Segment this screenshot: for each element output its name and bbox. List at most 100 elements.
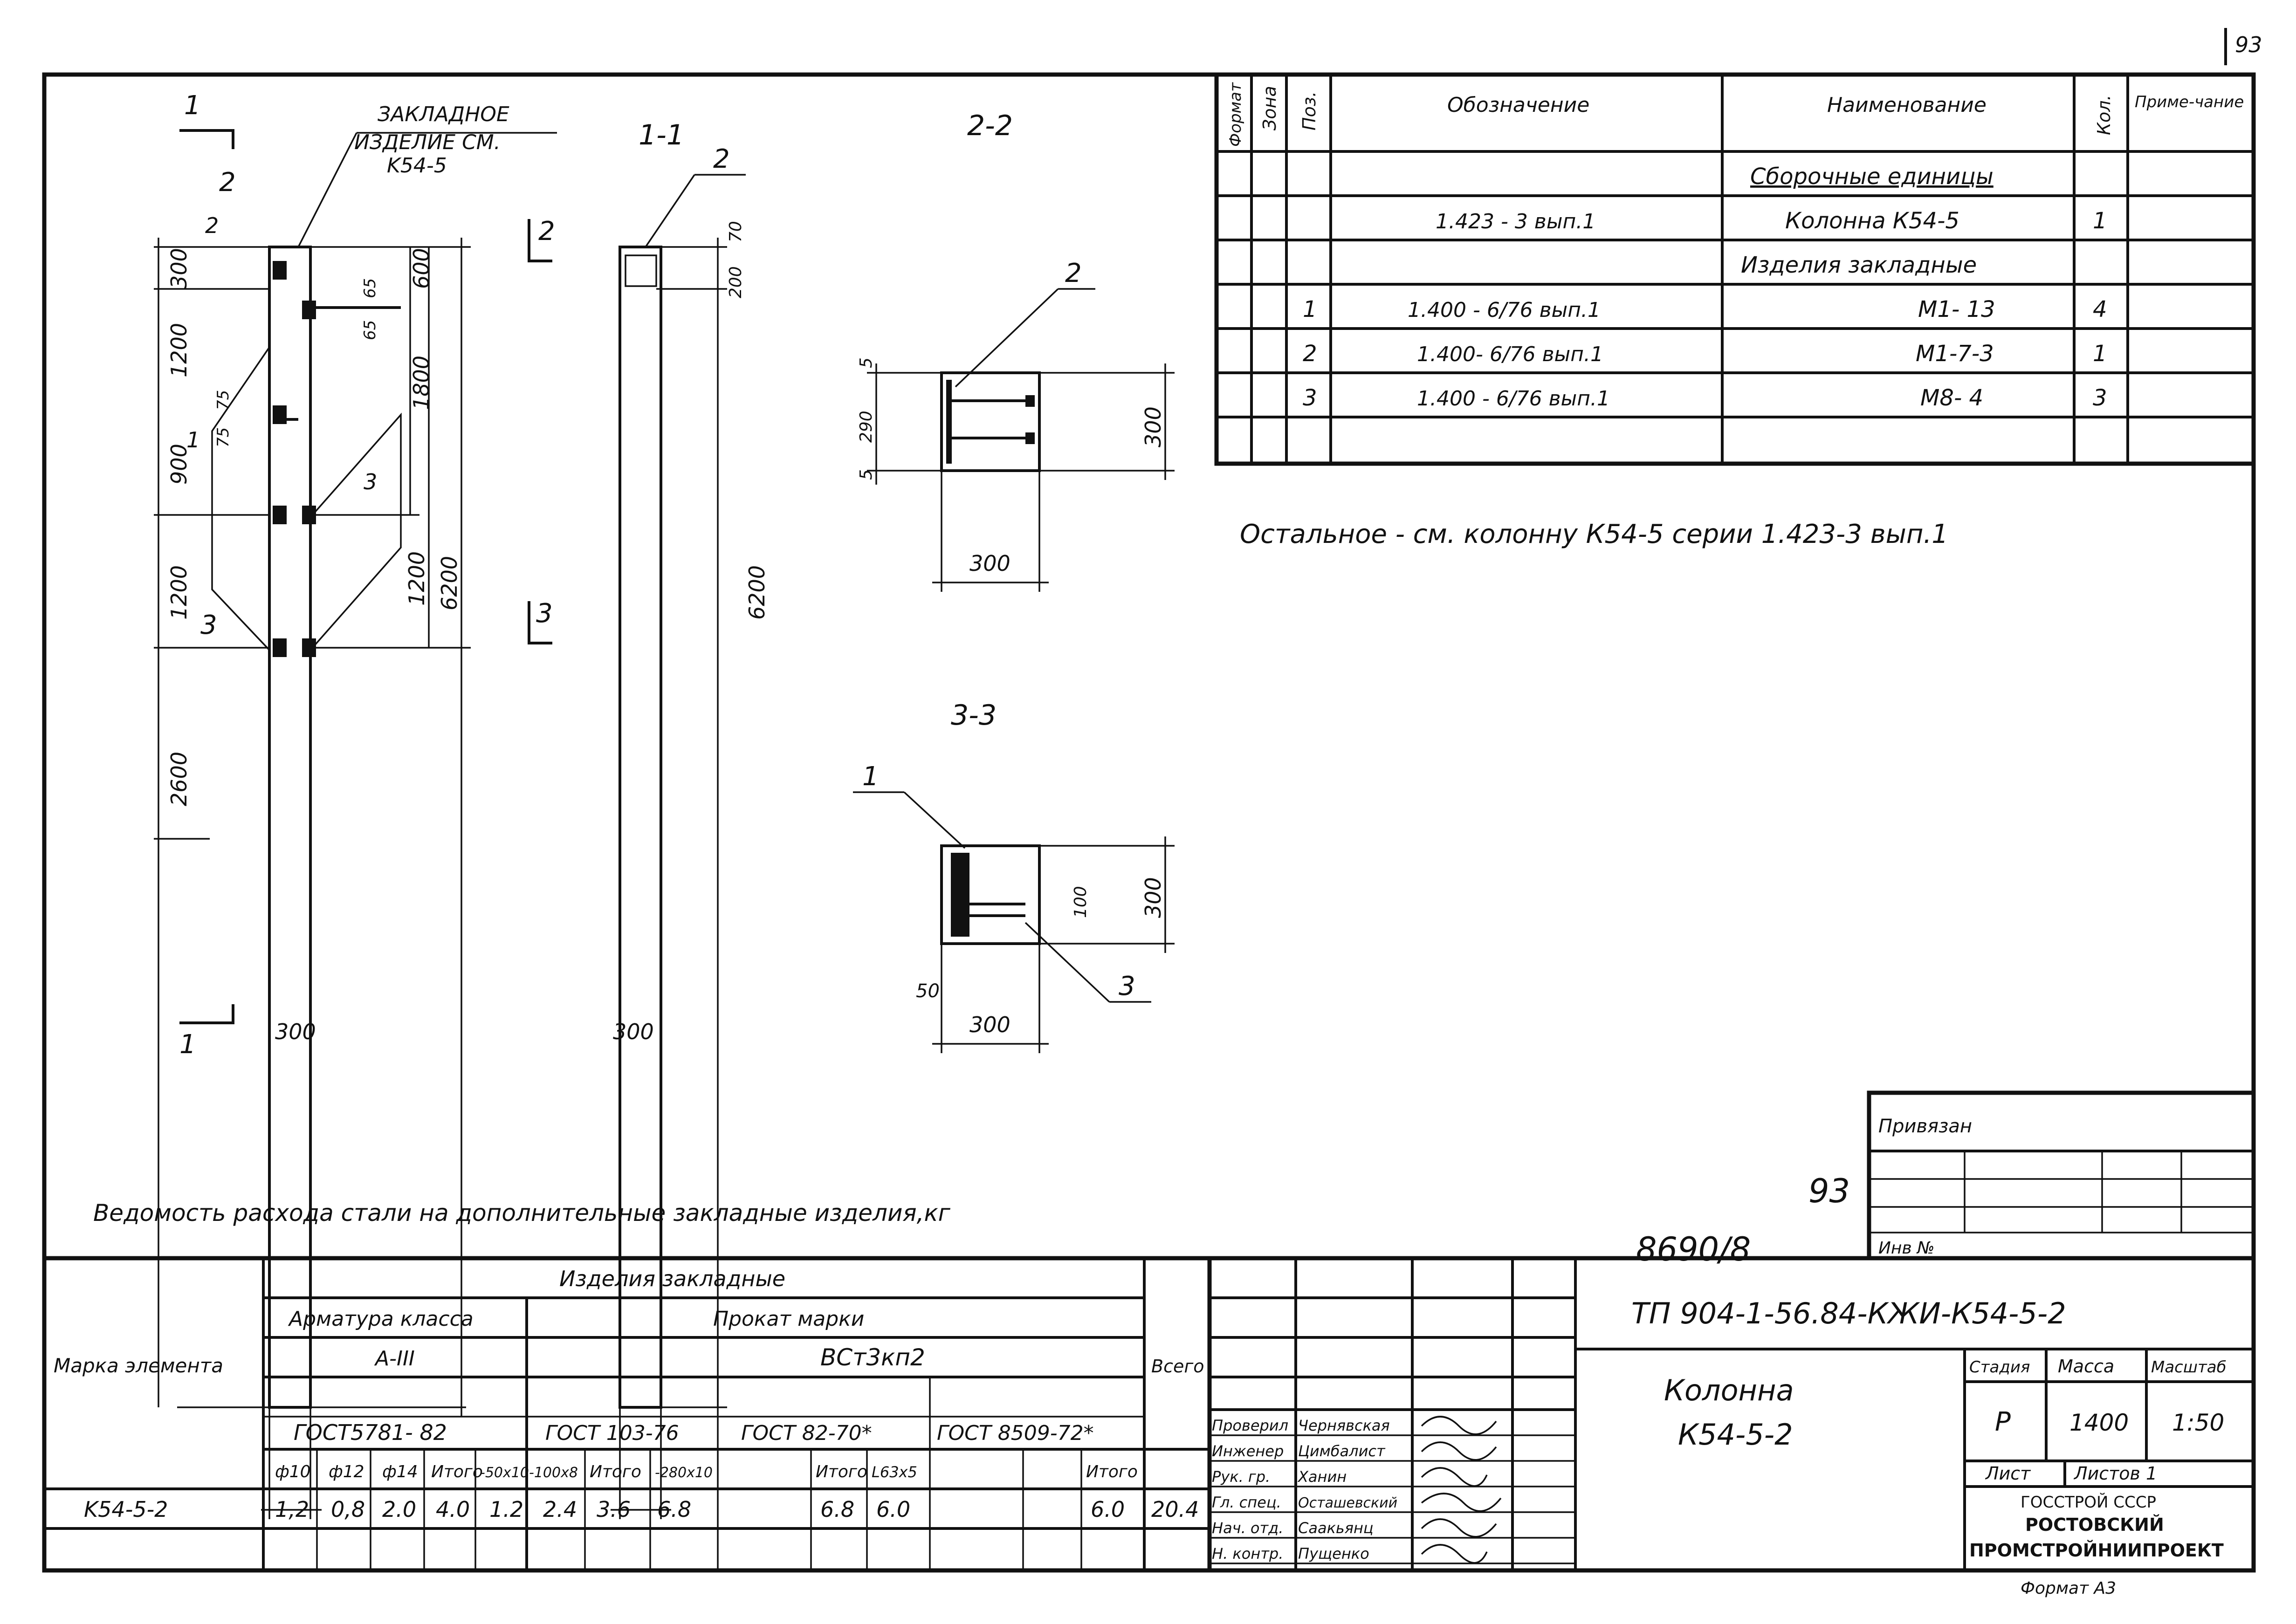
inv-label: Инв № xyxy=(1878,1239,1935,1258)
steel-col-1: ф12 xyxy=(329,1462,364,1481)
steel-h-gost-c: ГОСТ 8509-72* xyxy=(937,1421,1094,1445)
callout-line-3: K54-5 xyxy=(387,154,447,178)
spec-r1-desig: 1.423 - 3 вып.1 xyxy=(1436,210,1595,233)
spec-r1-name: Колонна К54-5 xyxy=(1785,208,1959,234)
role-4: Нач. отд. xyxy=(1212,1519,1283,1537)
spec-h-format: Формат xyxy=(1226,82,1245,147)
steel-col-7: -280х10 xyxy=(655,1465,713,1481)
steel-h-gost-b: ГОСТ 82-70* xyxy=(741,1421,872,1445)
dim-75-b: 75 xyxy=(214,427,233,447)
steel-col-3: Итого xyxy=(431,1462,483,1481)
steel-h-arm-gost: ГОСТ5781- 82 xyxy=(294,1420,447,1445)
spec-r3-name: М1- 13 xyxy=(1918,296,1995,322)
steel-v-1: 0,8 xyxy=(331,1497,365,1522)
view-1-1: 1-1 2 200 70 6200 300 xyxy=(611,119,770,1519)
role-0: Проверил xyxy=(1212,1417,1288,1434)
view-3-3-dim-50: 50 xyxy=(916,980,940,1002)
cut-3-label: 3 xyxy=(536,598,553,629)
mark-3-right: 3 xyxy=(364,469,377,494)
steel-h-mark: Марка элемента xyxy=(54,1354,223,1377)
mass-value: 1400 xyxy=(2069,1409,2129,1436)
view-2-2: 2-2 2 5 290 5 300 300 xyxy=(857,110,1175,592)
scale-value: 1:50 xyxy=(2172,1409,2224,1436)
view-3-3-dim-300-h: 300 xyxy=(1141,877,1166,918)
steel-row-mark: K54-5-2 xyxy=(84,1497,168,1522)
role-4-name: Саакьянц xyxy=(1298,1519,1374,1537)
spec-h-designation: Обозначение xyxy=(1447,93,1589,117)
steel-v-4: 1.2 xyxy=(489,1497,523,1522)
spec-r4-desig: 1.400- 6/76 вып.1 xyxy=(1417,343,1603,366)
dim-2600: 2600 xyxy=(166,752,192,806)
view-2-2-mark: 2 xyxy=(1065,258,1082,288)
view-2-2-dim-290: 290 xyxy=(857,411,876,443)
steel-v-10: 6.0 xyxy=(876,1497,910,1522)
role-5: Н. контр. xyxy=(1212,1545,1283,1562)
format-label: Формат А3 xyxy=(2021,1579,2116,1598)
cut-1-bottom-label: 1 xyxy=(179,1029,196,1060)
spec-r3-pos: 1 xyxy=(1303,296,1317,322)
steel-h-group: Изделия закладные xyxy=(559,1266,785,1291)
cut-1-top-label: 1 xyxy=(184,90,201,121)
spec-r3-desig: 1.400 - 6/76 вып.1 xyxy=(1408,298,1601,322)
section-cut-symbols: 1 1 2 3 xyxy=(179,90,555,1060)
dim-600: 600 xyxy=(409,248,434,289)
view-3-3: 3-3 1 3 300 100 300 50 xyxy=(853,699,1175,1053)
steel-v-2: 2.0 xyxy=(382,1497,416,1522)
steel-v-7: 6.8 xyxy=(657,1497,691,1522)
mark-1-left: 1 xyxy=(186,427,200,452)
view-1-1-dim-300: 300 xyxy=(613,1019,654,1044)
column-elevation: 300 1200 900 1200 2600 75 75 65 65 600 1… xyxy=(154,103,557,1519)
view-1-1-mark: 2 xyxy=(713,144,730,174)
steel-col-0: ф10 xyxy=(275,1462,311,1481)
steel-table-title: Ведомость расхода стали на дополнительны… xyxy=(93,1199,951,1227)
role-2: Рук. гр. xyxy=(1212,1468,1270,1486)
steel-v-total: 20.4 xyxy=(1151,1497,1199,1522)
steel-h-total: Всего xyxy=(1151,1356,1204,1377)
spec-h-name: Наименование xyxy=(1827,93,1987,117)
signature-scribbles xyxy=(1421,1416,1502,1564)
view-2-2-dim-300-w: 300 xyxy=(969,551,1011,576)
view-2-2-dim-5c: 5 xyxy=(857,469,876,480)
spec-r5-desig: 1.400 - 6/76 вып.1 xyxy=(1417,387,1610,411)
spec-h-qty: Кол. xyxy=(2094,95,2114,135)
spec-r4-pos: 2 xyxy=(1303,341,1317,367)
spec-r4-name: М1-7-3 xyxy=(1916,341,1994,367)
spec-r3-qty: 4 xyxy=(2093,296,2107,322)
steel-col-5: -100х8 xyxy=(529,1465,578,1481)
dim-1800: 1800 xyxy=(409,356,434,410)
cut-3-mark-left: 3 xyxy=(200,610,217,640)
dim-65-b: 65 xyxy=(361,320,379,340)
dim-300-top: 300 xyxy=(166,248,192,289)
role-1: Инженер xyxy=(1212,1442,1284,1460)
doc-name-line1: Колонна xyxy=(1664,1373,1794,1407)
view-3-3-mark-3: 3 xyxy=(1119,971,1135,1001)
role-3: Гл. спец. xyxy=(1212,1494,1281,1511)
view-2-2-title: 2-2 xyxy=(967,110,1013,142)
view-1-1-dim-200: 200 xyxy=(726,266,745,298)
mark-2-top: 2 xyxy=(219,167,236,198)
spec-r5-name: М8- 4 xyxy=(1920,385,1983,411)
dim-300-width: 300 xyxy=(275,1019,316,1044)
dim-1200-c: 1200 xyxy=(404,551,429,606)
spec-r5-qty: 3 xyxy=(2093,385,2107,411)
spec-h-pos: Поз. xyxy=(1299,91,1320,130)
role-3-name: Осташевский xyxy=(1298,1495,1397,1511)
spec-r0-name: Сборочные единицы xyxy=(1750,164,1994,190)
sheet-header: Лист xyxy=(1985,1463,2031,1484)
org-line-2: РОСТОВСКИЙ xyxy=(2025,1514,2164,1535)
scale-header: Масштаб xyxy=(2151,1358,2227,1377)
stage-value: Р xyxy=(1995,1407,2011,1437)
steel-col-4: -50х10 xyxy=(480,1465,529,1481)
view-3-3-title: 3-3 xyxy=(951,699,997,732)
steel-h-prokat-mark: ВСт3кп2 xyxy=(820,1344,925,1371)
org-line-3: ПРОМСТРОЙНИИПРОЕКТ xyxy=(1969,1540,2224,1561)
dim-900: 900 xyxy=(166,444,192,485)
view-1-1-dim-6200: 6200 xyxy=(744,565,770,620)
spec-r2-name: Изделия закладные xyxy=(1741,252,1977,278)
spec-h-zone: Зона xyxy=(1259,86,1280,130)
spec-r4-qty: 1 xyxy=(2093,341,2107,367)
spec-r1-qty: 1 xyxy=(2093,208,2107,234)
steel-v-3: 4.0 xyxy=(436,1497,470,1522)
doc-name-line2: К54-5-2 xyxy=(1678,1418,1793,1452)
